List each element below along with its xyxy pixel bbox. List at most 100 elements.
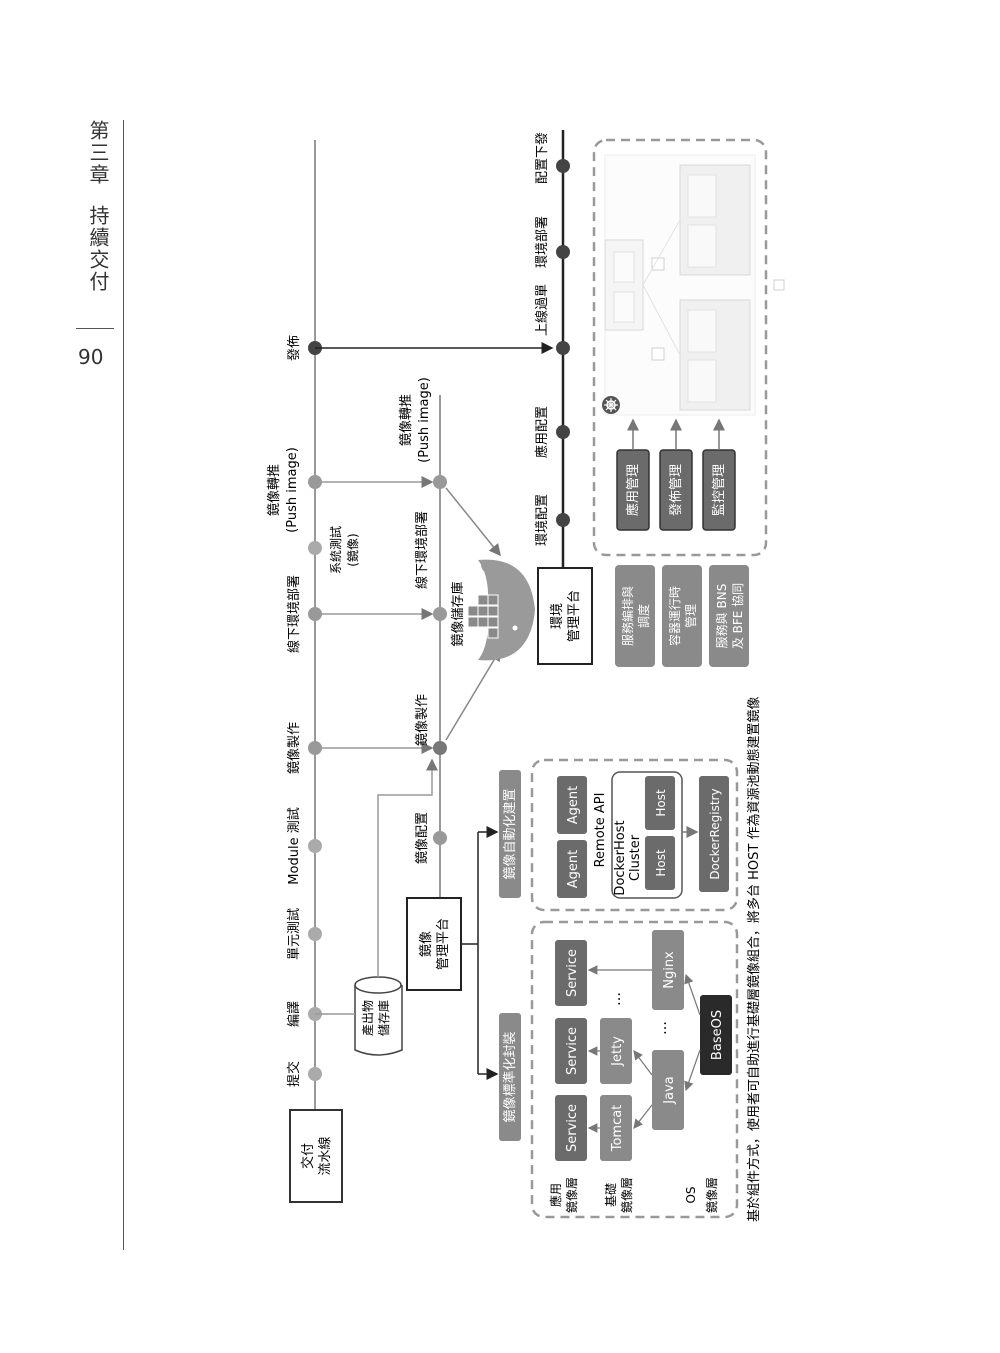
- runtime-label: Java: [662, 1076, 677, 1104]
- image-platform-box: [406, 897, 462, 991]
- image-platform-line2: 管理平台: [436, 918, 451, 970]
- base-image-label: …: [608, 992, 624, 1006]
- cluster-label: DockerHost: [613, 820, 628, 895]
- packaging-tag: [499, 1013, 521, 1141]
- artifact-store-line2: 儲存庫: [377, 1000, 391, 1036]
- env-node-dot: [556, 513, 570, 527]
- image-node-label: (Push image): [417, 377, 432, 463]
- service-capability-box: [615, 565, 655, 667]
- layer-label: 鏡像層: [704, 1177, 719, 1213]
- env-stage-label: 環境配置: [535, 494, 550, 546]
- kubernetes-icon: [602, 396, 620, 414]
- divider: [76, 328, 114, 329]
- env-platform-line2: 管理平台: [567, 590, 582, 642]
- base-image-box: [600, 1018, 632, 1084]
- runtime-box: [652, 930, 684, 1010]
- env-node-dot: [556, 159, 570, 173]
- cluster-label: Cluster: [628, 834, 643, 881]
- image-node-label: 鏡像儲存庫: [451, 581, 466, 646]
- env-stage-label: 應用配置: [534, 406, 550, 458]
- base-image-label: Tomcat: [610, 1105, 625, 1153]
- layer-label: 應用: [548, 1183, 563, 1207]
- env-stage-label: 環境部署: [535, 216, 550, 268]
- host-label: Host: [654, 849, 668, 877]
- service-label: Service: [565, 1027, 580, 1075]
- stage-label: 提交: [286, 1061, 302, 1087]
- service-capability-box: [662, 565, 702, 667]
- service-capability-label: 容器運行時: [667, 586, 682, 646]
- env-stage-label: 上線過單: [534, 284, 550, 336]
- baseos-box: [700, 995, 732, 1075]
- service-capability-label: 及 BFE 協同: [730, 583, 745, 649]
- pipeline-labels: 提交 編譯 單元測試 Module 測試 鏡像製作 線下環境部署 系統測試 (鏡…: [267, 335, 360, 1087]
- service-box: [555, 1018, 587, 1084]
- service-label: Service: [565, 1104, 580, 1152]
- service-box: [555, 1095, 587, 1161]
- layer-label: 鏡像層: [619, 1177, 634, 1213]
- mgmt-label: 發佈管理: [668, 464, 684, 516]
- baseos-label: BaseOS: [710, 1010, 725, 1060]
- service-box: [555, 940, 587, 1006]
- docker-whale-icon: [467, 559, 535, 661]
- automation-title: 鏡像自動化建置: [503, 788, 518, 879]
- agent-label: Agent: [566, 850, 581, 888]
- packaging-title: 鏡像標準化封裝: [502, 1031, 518, 1122]
- image-node-dot: [433, 831, 447, 845]
- packaging-panel: [530, 920, 739, 1219]
- image-node-label: 鏡像製作: [415, 694, 430, 746]
- env-platform-line1: 環境: [550, 603, 565, 629]
- stage-label: 鏡像製作: [287, 722, 302, 774]
- layer-label: 鏡像層: [564, 1177, 579, 1213]
- packaging-caption: 基於組件方式，使用者可自助進行基礎層鏡像組合，將多台 HOST 作為資源池動態建…: [746, 697, 762, 1222]
- base-image-label: Jetty: [610, 1036, 625, 1067]
- k8s-cluster-illustration: [604, 154, 785, 416]
- agent-box: [557, 840, 587, 898]
- stage-label: Module 測試: [286, 807, 302, 884]
- host-box: [645, 836, 675, 890]
- pipeline-start-line2: 流水線: [317, 1136, 333, 1175]
- service-capability-label: 管理: [683, 604, 698, 628]
- image-node-dot: [433, 607, 447, 621]
- registry-label: DockerRegistry: [708, 788, 722, 879]
- env-node-dot: [556, 245, 570, 259]
- stage-dot: [308, 1067, 322, 1081]
- automation-tag: [499, 770, 521, 898]
- stage-label: 發佈: [286, 335, 302, 361]
- page-number: 90: [78, 345, 104, 369]
- mgmt-label: 應用管理: [625, 464, 641, 516]
- agent-box: [557, 776, 587, 834]
- host-box: [645, 776, 675, 830]
- layer-label: OS: [684, 1186, 698, 1203]
- stage-dot: [308, 541, 322, 555]
- env-node-dot: [556, 425, 570, 439]
- chapter-label: 第三章: [86, 120, 110, 186]
- remote-api-label: Remote API: [593, 793, 608, 868]
- service-capability-box: [709, 565, 749, 667]
- automation-panel: [530, 758, 739, 912]
- service-capability-label: 服務與 BNS: [715, 584, 729, 649]
- k8s-panel: [592, 138, 768, 557]
- stage-label: 鏡像轉推: [267, 464, 282, 516]
- artifact-store: 產出物 儲存庫: [354, 976, 403, 1056]
- runtime-box: [652, 1050, 684, 1130]
- stage-label: 線下環境部署: [286, 575, 302, 653]
- page-sidebar: 第三章 持續交付 90: [0, 0, 130, 1353]
- image-node-label: 鏡像配置: [415, 812, 430, 864]
- stage-label: 系統測試: [328, 526, 343, 574]
- stage-label: (鏡像): [345, 533, 360, 566]
- runtime-label: Nginx: [662, 951, 677, 989]
- stage-label: 編譯: [286, 1001, 302, 1027]
- image-platform-line1: 鏡像: [419, 931, 434, 957]
- stage-label: (Push image): [285, 447, 300, 533]
- pipeline-start-line1: 交付: [300, 1143, 316, 1169]
- service-capability-label: 服務編排與: [620, 586, 635, 646]
- image-node-label: 鏡像轉推: [399, 394, 414, 446]
- pipeline-start-box: [289, 1109, 343, 1203]
- layer-label: 基礎: [604, 1183, 618, 1207]
- stage-label: 單元測試: [286, 908, 302, 960]
- stage-dot: [308, 839, 322, 853]
- artifact-store-line1: 產出物: [360, 1000, 375, 1036]
- env-stage-label: 配置下發: [535, 132, 550, 184]
- image-node-label: 線下環境部署: [414, 511, 430, 589]
